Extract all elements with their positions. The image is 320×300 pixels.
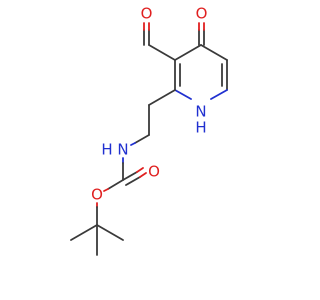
aldehyde-group: O [141, 5, 176, 61]
bond-c-o-carbonyl-b-dark [125, 176, 141, 186]
bond-c3-c4 [174, 44, 202, 61]
aldehyde-oxygen-label: O [141, 5, 153, 23]
bond-c-o-carbonyl-b-red [139, 172, 147, 178]
ring-nh: N H [195, 103, 206, 137]
ester-oxygen-label: O [91, 186, 103, 204]
bond-cq-me-left [70, 224, 98, 241]
bond-c3-cho [148, 44, 176, 61]
bond-c2-ch2a [148, 89, 176, 106]
bond-c-o-ester-dark [107, 179, 124, 190]
ring-nitrogen-h-label: H [195, 119, 206, 137]
bond-n1-c2 [174, 89, 192, 100]
bond-c6-n1 [210, 89, 228, 100]
carbonyl-oxygen-label: O [148, 163, 160, 181]
ketone-group: O [196, 5, 208, 46]
bond-c4-c5 [200, 44, 228, 61]
bond-c-o-carbonyl-a-red [136, 167, 144, 173]
bond-cq-me-right [96, 224, 124, 241]
ring-nitrogen-label: N [195, 103, 206, 121]
amide-nitrogen-label: N [117, 141, 128, 159]
bond-c-o-carbonyl-a-dark [122, 171, 138, 181]
bond-c-o-ester-red [103, 188, 109, 192]
tert-butyl-group [70, 202, 124, 256]
ethyl-chain [130, 89, 176, 146]
ring [174, 44, 228, 100]
bond-ch2b-nh-dark [134, 134, 150, 144]
structure-svg-main: O O N H H N [70, 4, 228, 256]
bond-ch2b-nh-blue [130, 142, 136, 146]
carbamate-group: O O [91, 157, 160, 204]
amide-h-label: H [101, 141, 112, 159]
carbamate-nh: H N [101, 141, 128, 159]
ketone-oxygen-label: O [196, 5, 208, 23]
molecule-diagram: O O N H H N [70, 4, 228, 256]
